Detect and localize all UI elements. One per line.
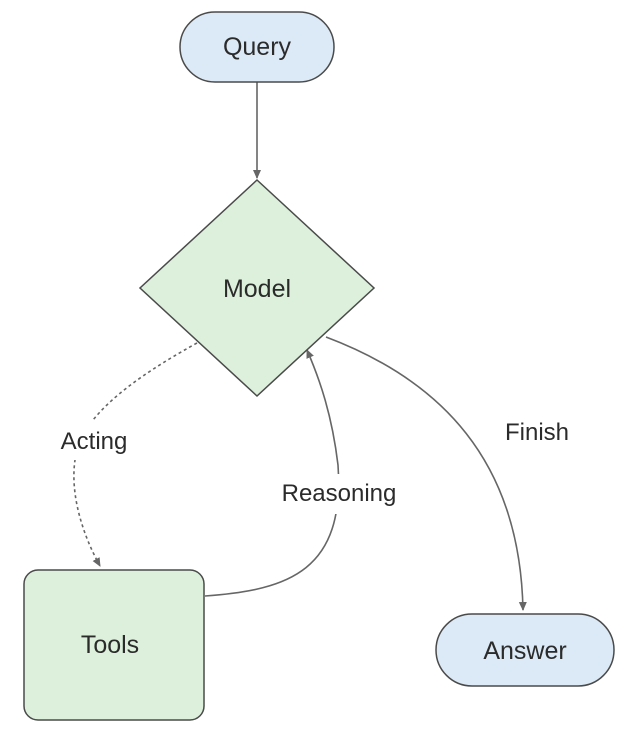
edge-model-to-answer: Finish: [325, 336, 569, 611]
answer-node: Answer: [435, 613, 615, 687]
tools-node: Tools: [23, 569, 205, 721]
query-label: Query: [223, 33, 292, 61]
edge-tools-to-model: Reasoning: [204, 349, 412, 597]
edge-model-to-tools: Acting: [48, 342, 198, 567]
tools-label: Tools: [81, 631, 139, 659]
model-node: Model: [138, 178, 376, 398]
reasoning-label: Reasoning: [282, 480, 397, 507]
acting-label: Acting: [61, 428, 128, 455]
model-label: Model: [223, 275, 291, 303]
finish-label: Finish: [505, 419, 569, 446]
query-node: Query: [179, 11, 335, 83]
answer-label: Answer: [483, 637, 566, 665]
